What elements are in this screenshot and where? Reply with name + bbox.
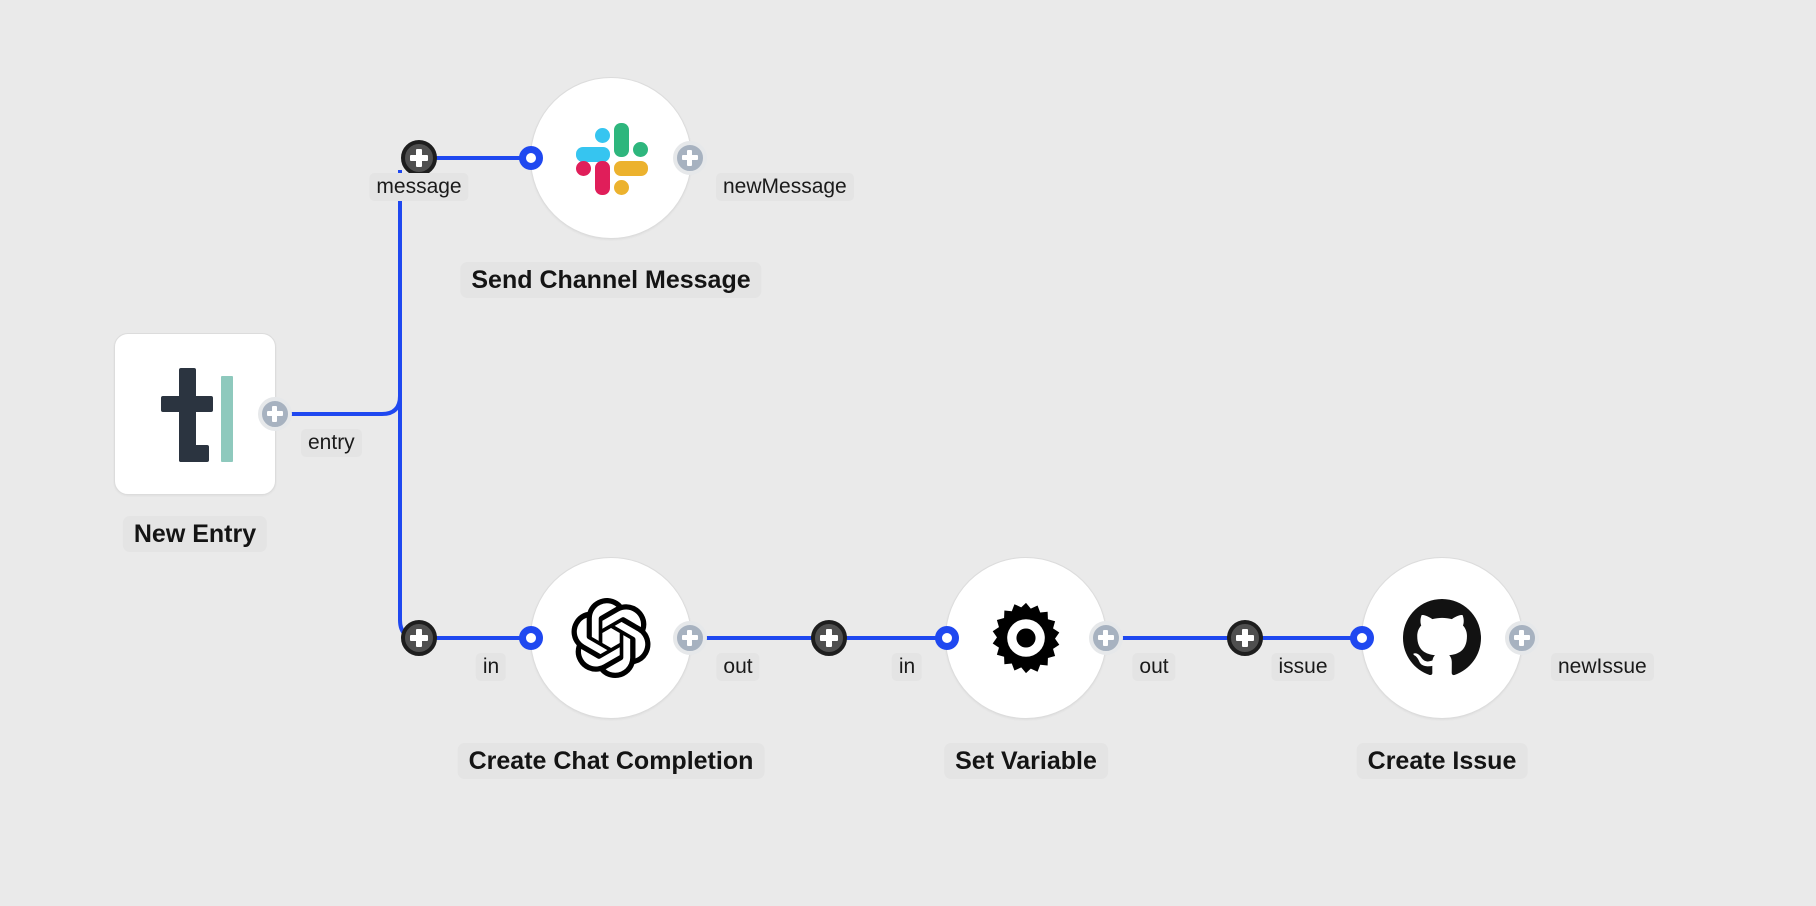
port-create-chat-completion-input[interactable] <box>519 626 543 650</box>
node-set-variable-surface[interactable] <box>945 557 1107 719</box>
plus-icon <box>1236 629 1254 647</box>
wire-entry-to-junction <box>275 395 402 416</box>
port-create-issue-issue[interactable] <box>1227 620 1263 656</box>
node-create-issue[interactable] <box>1361 557 1523 719</box>
plus-icon <box>1097 629 1115 647</box>
port-label-cc-in: in <box>475 653 507 682</box>
port-label-newissue: newIssue <box>1551 653 1654 682</box>
node-set-variable[interactable] <box>945 557 1107 719</box>
node-title-set-variable: Set Variable <box>944 743 1108 779</box>
github-icon <box>1403 599 1481 676</box>
port-create-chat-completion-out[interactable] <box>673 621 707 655</box>
node-create-chat-completion-surface[interactable] <box>530 557 692 719</box>
port-create-issue-newissue[interactable] <box>1505 621 1539 655</box>
node-new-entry[interactable] <box>114 333 276 495</box>
port-label-message: message <box>369 173 469 202</box>
port-label-newmessage: newMessage <box>716 173 854 202</box>
node-send-channel-message[interactable] <box>530 77 692 239</box>
port-label-cc-out: out <box>716 653 760 682</box>
node-send-channel-message-surface[interactable] <box>530 77 692 239</box>
node-title-create-chat-completion: Create Chat Completion <box>457 743 765 779</box>
port-send-channel-message-input[interactable] <box>519 146 543 170</box>
port-send-channel-message-message[interactable] <box>401 140 437 176</box>
typeform-t-icon <box>149 366 241 462</box>
slack-icon <box>574 121 648 195</box>
plus-icon <box>820 629 838 647</box>
node-new-entry-surface[interactable] <box>114 333 276 495</box>
port-set-variable-input[interactable] <box>935 626 959 650</box>
port-label-sv-in: in <box>891 653 923 682</box>
port-label-sv-out: out <box>1132 653 1176 682</box>
wire-branch-down-to-in <box>398 432 419 640</box>
port-set-variable-out[interactable] <box>1089 621 1123 655</box>
plus-icon <box>266 405 284 423</box>
port-label-entry: entry <box>301 429 362 458</box>
node-title-send-channel-message: Send Channel Message <box>460 262 762 298</box>
plus-icon <box>410 149 428 167</box>
plus-icon <box>410 629 428 647</box>
port-create-chat-completion-in[interactable] <box>401 620 437 656</box>
plus-icon <box>681 629 699 647</box>
port-send-channel-message-newmessage[interactable] <box>673 141 707 175</box>
plus-icon <box>1513 629 1531 647</box>
gear-icon <box>992 602 1060 674</box>
node-create-chat-completion[interactable] <box>530 557 692 719</box>
port-new-entry-entry[interactable] <box>258 397 292 431</box>
port-set-variable-in[interactable] <box>811 620 847 656</box>
node-create-issue-surface[interactable] <box>1361 557 1523 719</box>
port-create-issue-input[interactable] <box>1350 626 1374 650</box>
node-title-new-entry: New Entry <box>122 516 268 552</box>
openai-icon <box>571 598 651 679</box>
node-title-create-issue: Create Issue <box>1356 743 1528 779</box>
plus-icon <box>681 149 699 167</box>
port-label-issue: issue <box>1271 653 1335 682</box>
